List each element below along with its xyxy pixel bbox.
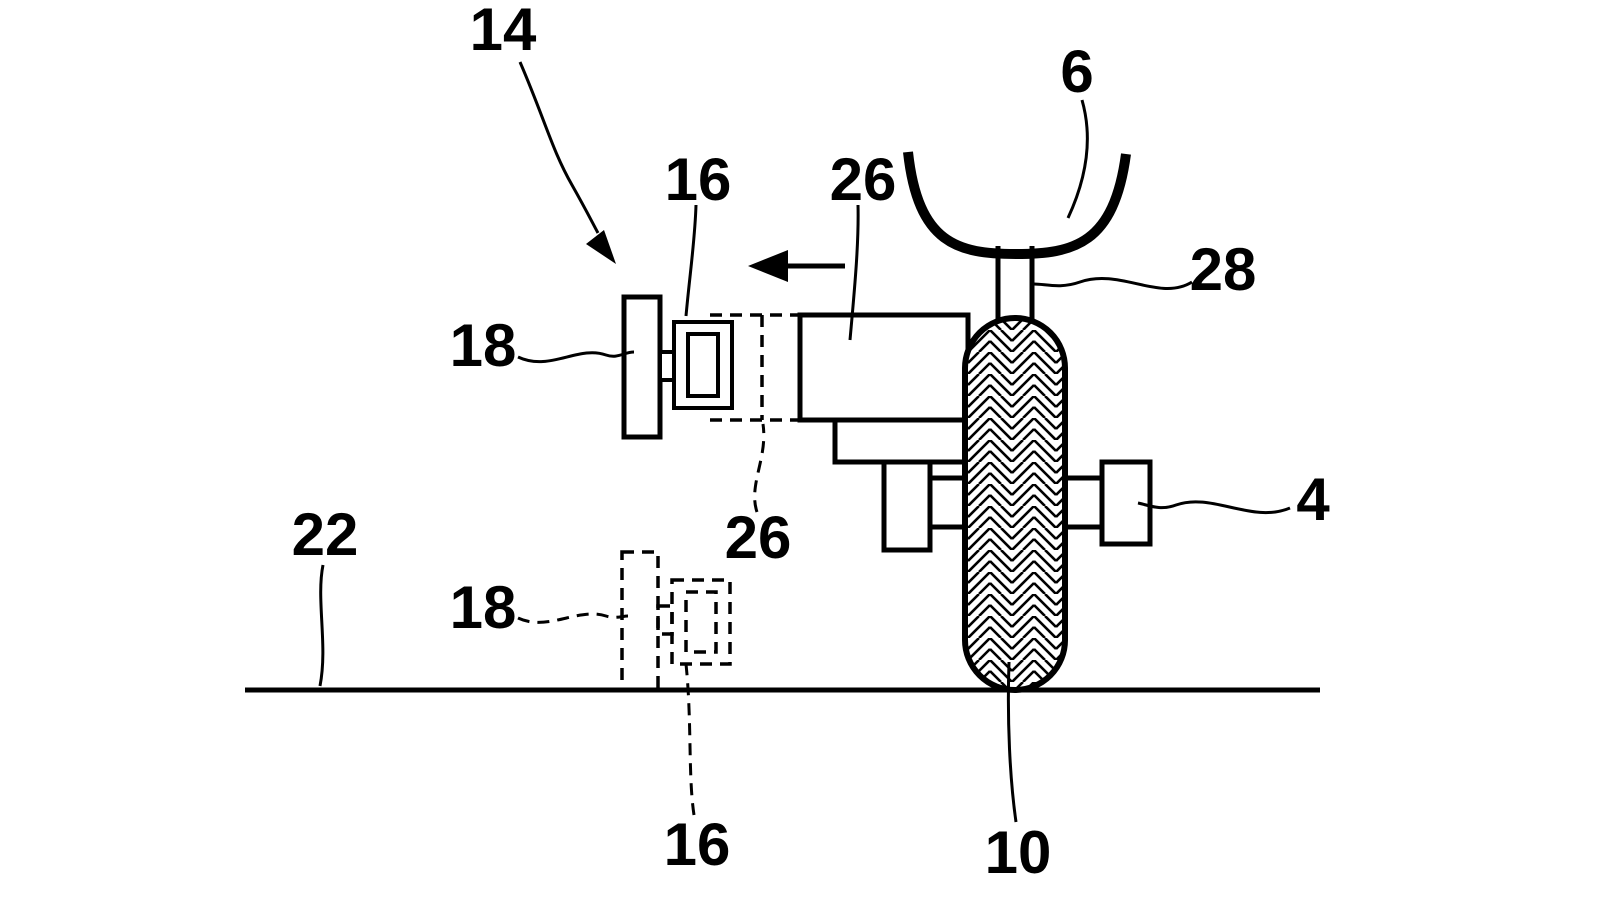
disc-assembly-engaged xyxy=(621,294,734,440)
label-6: 6 xyxy=(1060,38,1093,105)
label-4: 4 xyxy=(1296,466,1330,533)
leader-10 xyxy=(1006,661,1018,823)
caster-stem xyxy=(995,246,1035,330)
coupling-bracket-inner-upper xyxy=(686,332,720,398)
disc-hub-stub-lower xyxy=(656,604,674,636)
reference-labels: 14 16 26 6 28 18 4 22 26 18 16 10 xyxy=(292,0,1331,886)
leader-6 xyxy=(1066,99,1089,219)
label-10: 10 xyxy=(985,819,1052,886)
label-22: 22 xyxy=(292,501,359,568)
leader-4 xyxy=(1137,500,1291,514)
label-26-top: 26 xyxy=(830,146,897,213)
leader-18-lower xyxy=(517,612,629,624)
label-14: 14 xyxy=(470,0,537,63)
housing-step xyxy=(832,417,971,465)
label-28: 28 xyxy=(1190,236,1257,303)
caster-fork xyxy=(903,151,1131,260)
disc-hub-stub-upper xyxy=(658,350,676,382)
leader-14 xyxy=(518,61,616,264)
leader-arrowhead xyxy=(586,230,616,264)
axle-assembly xyxy=(881,459,1153,553)
label-18-lower: 18 xyxy=(450,574,517,641)
drive-housing xyxy=(797,312,971,465)
leader-lines xyxy=(318,61,1291,823)
friction-disc-upper xyxy=(621,294,663,440)
friction-disc-lower xyxy=(620,550,660,692)
leader-16-top xyxy=(684,204,698,317)
coupling-bracket-lower xyxy=(670,578,732,666)
leftward-arrow xyxy=(748,250,845,282)
hidden-housing-outline xyxy=(710,313,798,422)
leader-26-top xyxy=(848,204,860,341)
leader-line xyxy=(518,61,600,234)
housing-body xyxy=(797,312,971,423)
label-16-top: 16 xyxy=(665,146,732,213)
leader-18-upper xyxy=(517,350,635,364)
leader-28 xyxy=(1033,277,1193,290)
wheel xyxy=(962,315,1068,693)
leader-16-bottom xyxy=(684,663,696,816)
label-16-bottom: 16 xyxy=(664,811,731,878)
leader-22 xyxy=(318,564,325,687)
coupling-bracket-upper xyxy=(672,320,734,410)
arrow-head xyxy=(748,250,788,282)
disc-assembly-ground xyxy=(620,550,732,692)
coupling-bracket-inner-lower xyxy=(684,590,718,654)
label-26-mid: 26 xyxy=(725,504,792,571)
label-18-upper: 18 xyxy=(450,312,517,379)
axle-block-left xyxy=(881,459,933,553)
leader-26-mid xyxy=(753,423,766,513)
